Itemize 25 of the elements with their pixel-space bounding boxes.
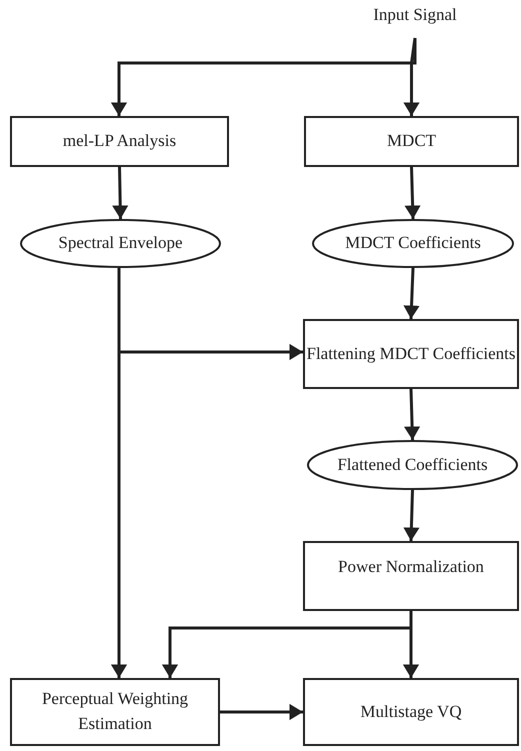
arrow (404, 166, 421, 220)
arrow (404, 388, 420, 440)
node-label: mel-LP Analysis (62, 130, 176, 152)
arrow (110, 268, 128, 678)
node-label: MDCT Coefficients (345, 232, 481, 254)
process-box (303, 678, 519, 746)
arrow (403, 268, 420, 320)
node-label: Power Normalization (338, 556, 484, 578)
process-box (10, 678, 220, 746)
process-box (304, 116, 519, 167)
arrow (112, 166, 128, 220)
node-label: Flattened Coefficients (337, 454, 488, 476)
process-box (10, 116, 229, 167)
arrow (110, 38, 416, 116)
node-label: MDCT (386, 130, 436, 152)
node-label: Input Signal (373, 4, 457, 26)
process-box (303, 541, 519, 611)
node-label: Spectral Envelope (58, 232, 183, 254)
arrow (403, 490, 420, 542)
process-box (303, 319, 519, 389)
node-label: Multistage VQ (360, 700, 462, 723)
arrow (403, 38, 420, 116)
node-label: Flattening MDCT Coefficients (306, 342, 516, 365)
arrow (220, 704, 303, 720)
node-label: Perceptual Weighting Estimation (40, 688, 190, 735)
